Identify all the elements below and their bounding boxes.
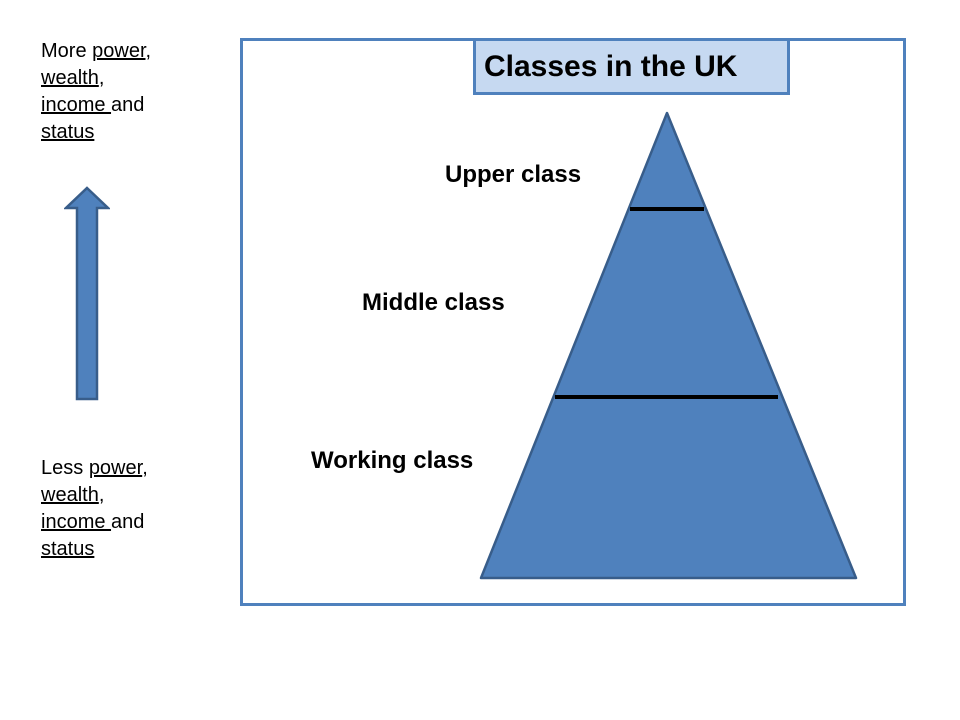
wealth-word: wealth xyxy=(41,67,99,89)
up-arrow-shape xyxy=(64,186,110,401)
wealth-word: wealth xyxy=(41,484,99,506)
income-word: income xyxy=(41,94,112,116)
power-word: power xyxy=(88,457,143,479)
class-pyramid xyxy=(479,111,858,580)
diagram-title: Classes in the UK xyxy=(473,38,790,95)
pyramid-triangle xyxy=(479,111,858,580)
middle-class-label: Middle class xyxy=(362,289,505,316)
status-word: status xyxy=(41,538,95,560)
up-arrow-icon xyxy=(64,186,110,401)
status-word: status xyxy=(41,121,95,143)
upper-class-label: Upper class xyxy=(445,161,582,188)
power-link-word: power xyxy=(92,40,146,62)
working-class-label: Working class xyxy=(311,447,474,474)
income-word: income xyxy=(41,511,112,533)
